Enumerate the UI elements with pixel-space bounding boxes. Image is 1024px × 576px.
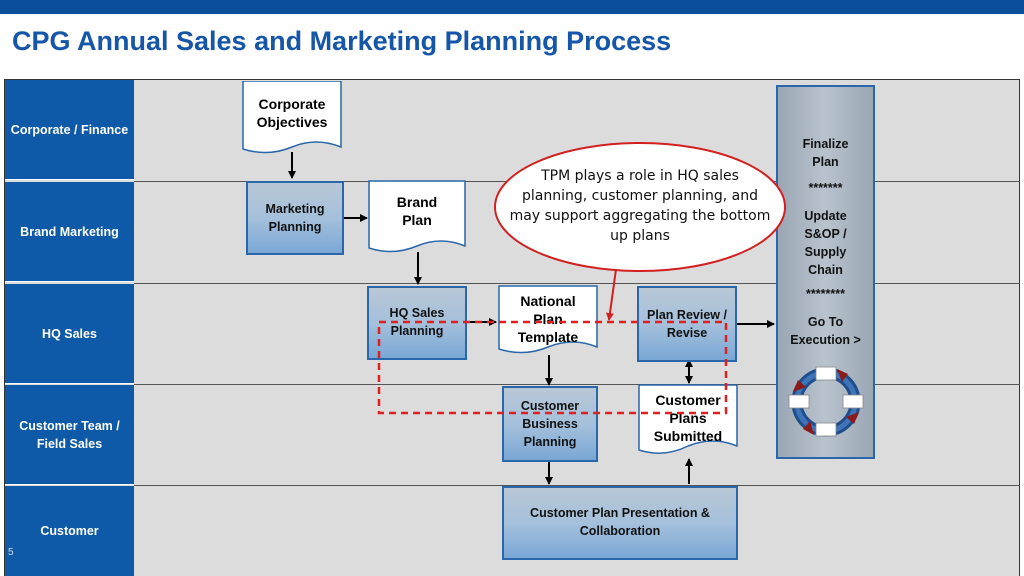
go-to-execution-label: Go To Execution > xyxy=(790,315,861,347)
top-bar xyxy=(0,0,1024,14)
process-marketing-planning: Marketing Planning xyxy=(246,181,344,255)
tpm-callout-text: TPM plays a role in HQ sales planning, c… xyxy=(509,168,771,244)
update-sop-label: Update S&OP / Supply Chain xyxy=(804,209,847,277)
lane-label-brand-marketing: Brand Marketing xyxy=(5,182,134,282)
process-customer-plan-presentation: Customer Plan Presentation & Collaborati… xyxy=(502,486,738,560)
tpm-callout-ellipse xyxy=(494,142,786,272)
tpm-highlight-region xyxy=(377,320,728,415)
cycle-icon xyxy=(788,366,864,437)
callout-pointer xyxy=(605,261,618,321)
doc-national-plan-template: National Plan Template xyxy=(498,285,598,359)
lane-divider xyxy=(134,384,1020,385)
lane-label-hq-sales: HQ Sales xyxy=(5,284,134,384)
page-title: CPG Annual Sales and Marketing Planning … xyxy=(12,26,672,56)
process-customer-business-planning: Customer Business Planning xyxy=(502,386,598,462)
lane-label-customer: Customer xyxy=(5,486,134,576)
lane-divider xyxy=(134,485,1020,486)
doc-corporate-objectives: Corporate Objectives xyxy=(242,81,342,157)
lane-label-customer-team: Customer Team / Field Sales xyxy=(5,385,134,485)
separator-stars: ******* xyxy=(808,181,843,195)
finalize-plan-label: Finalize Plan xyxy=(802,137,849,169)
doc-customer-plans-submitted: Customer Plans Submitted xyxy=(638,384,738,460)
lane-label-corporate-finance: Corporate / Finance xyxy=(5,80,134,180)
lane-divider xyxy=(134,283,1020,284)
separator-stars: ******** xyxy=(806,287,845,301)
process-plan-review-revise: Plan Review / Revise xyxy=(637,286,737,362)
doc-brand-plan: Brand Plan xyxy=(368,180,466,256)
page-number: 5 xyxy=(8,547,14,558)
